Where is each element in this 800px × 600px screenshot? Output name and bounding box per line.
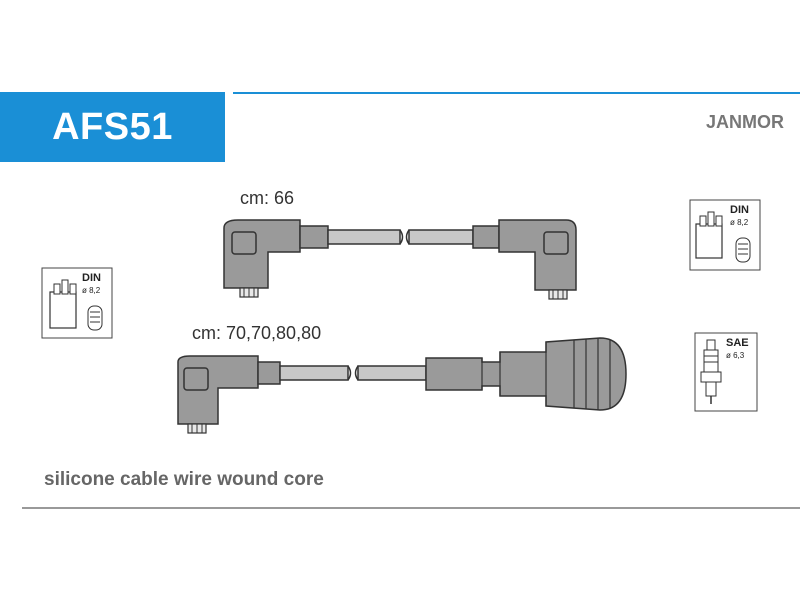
distributor-cap-icon-left [41,267,113,339]
header-divider [233,92,800,94]
part-number-badge: AFS51 [0,92,225,162]
cable-description: silicone cable wire wound core [44,469,324,490]
distributor-cap-icon-right [689,199,761,271]
bottom-cable [177,337,627,434]
bottom-cable-length-label: cm: 70,70,80,80 [192,323,322,343]
top-cable-wire-left [327,229,401,245]
top-cable-wire-right [408,229,474,245]
part-number: AFS51 [52,105,173,148]
bottom-cable-wire-left [279,365,349,381]
top-cable-right-boot [472,219,577,300]
left-cap-diameter: ø 8,2 [82,286,101,295]
right-cap-standard: DIN [730,204,749,216]
spark-plug-icon [694,332,758,412]
left-cap-standard: DIN [82,272,101,284]
plug-diameter: ø 6,3 [726,351,745,360]
bottom-cable-left-boot [177,355,281,434]
footer-divider [22,507,800,509]
right-cap-diameter: ø 8,2 [730,218,749,227]
top-cable-left-boot [223,219,329,298]
top-cable [223,219,577,300]
bottom-cable-coil-boot [425,337,627,411]
top-cable-length-label: cm: 66 [240,188,295,208]
bottom-cable-wire-right [357,365,427,381]
plug-standard: SAE [726,337,749,349]
brand-name: JANMOR [705,112,784,132]
